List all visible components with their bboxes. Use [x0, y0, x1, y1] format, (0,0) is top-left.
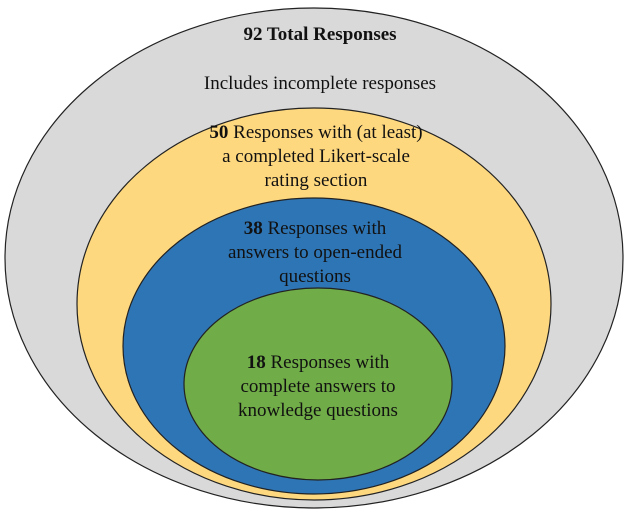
- total-note: Includes incomplete responses: [203, 73, 437, 94]
- likert-count: 50: [209, 122, 229, 143]
- total-responses-label: 92 Total Responses: [160, 23, 480, 47]
- open-ended-count: 38: [243, 218, 263, 239]
- total-count: 92: [243, 24, 263, 45]
- open-ended-text: Responses with answers to open-ended que…: [227, 218, 403, 287]
- likert-text: Responses with (at least) a completed Li…: [222, 122, 423, 191]
- knowledge-responses-label: 18 Responses with complete answers to kn…: [225, 351, 411, 423]
- ellipse-knowledge-responses: [183, 287, 453, 481]
- knowledge-count: 18: [246, 352, 266, 373]
- open-ended-responses-label: 38 Responses with answers to open-ended …: [212, 217, 418, 289]
- total-text: Total Responses: [266, 24, 397, 45]
- knowledge-text: Responses with complete answers to knowl…: [238, 352, 398, 421]
- likert-responses-label: 50 Responses with (at least) a completed…: [205, 121, 427, 193]
